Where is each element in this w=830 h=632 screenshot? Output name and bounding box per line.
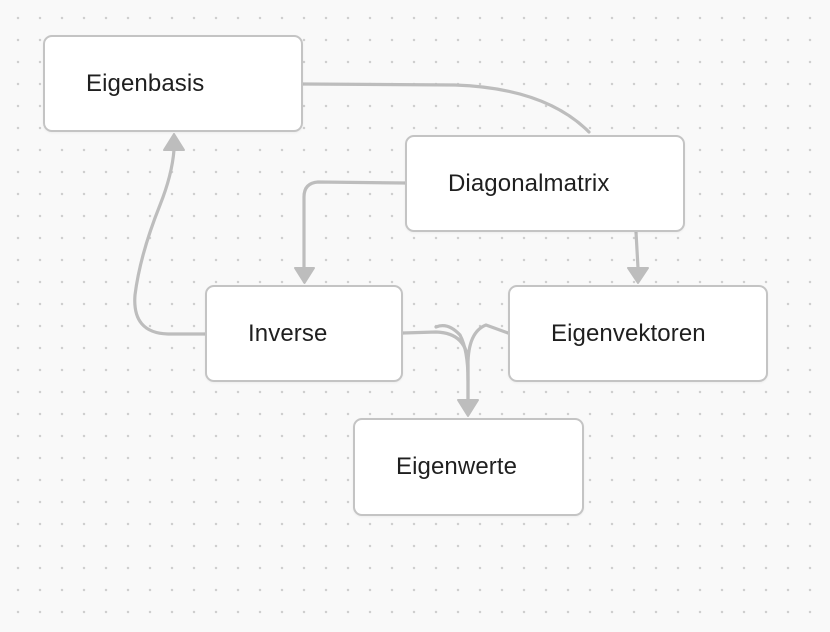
node-diagonalmatrix[interactable]: Diagonalmatrix [405, 135, 685, 232]
arrowhead-eigenvektoren [627, 267, 649, 284]
edge-crossing-loop [434, 324, 470, 382]
arrowhead-eigenwerte [457, 399, 479, 417]
arrowhead-inverse [294, 267, 315, 284]
edge-diagonalmatrix-eigenvektoren [634, 230, 640, 270]
edge-inverse-eigenwerte [401, 330, 470, 402]
arrowhead-eigenbasis [163, 133, 185, 151]
node-eigenwerte[interactable]: Eigenwerte [353, 418, 584, 516]
node-label: Eigenvektoren [551, 319, 706, 347]
edge-eigenbasis-diagonalmatrix [301, 82, 591, 134]
node-inverse[interactable]: Inverse [205, 285, 403, 382]
node-label: Inverse [248, 319, 328, 347]
node-eigenvektoren[interactable]: Eigenvektoren [508, 285, 768, 382]
node-eigenbasis[interactable]: Eigenbasis [43, 35, 303, 132]
edge-inverse-eigenbasis [133, 148, 207, 336]
node-label: Eigenbasis [86, 69, 205, 97]
node-label: Eigenwerte [396, 453, 518, 480]
node-label: Diagonalmatrix [448, 169, 610, 197]
edge-diagonalmatrix-inverse [302, 180, 407, 270]
edge-eigenvektoren-eigenwerte [466, 323, 510, 402]
